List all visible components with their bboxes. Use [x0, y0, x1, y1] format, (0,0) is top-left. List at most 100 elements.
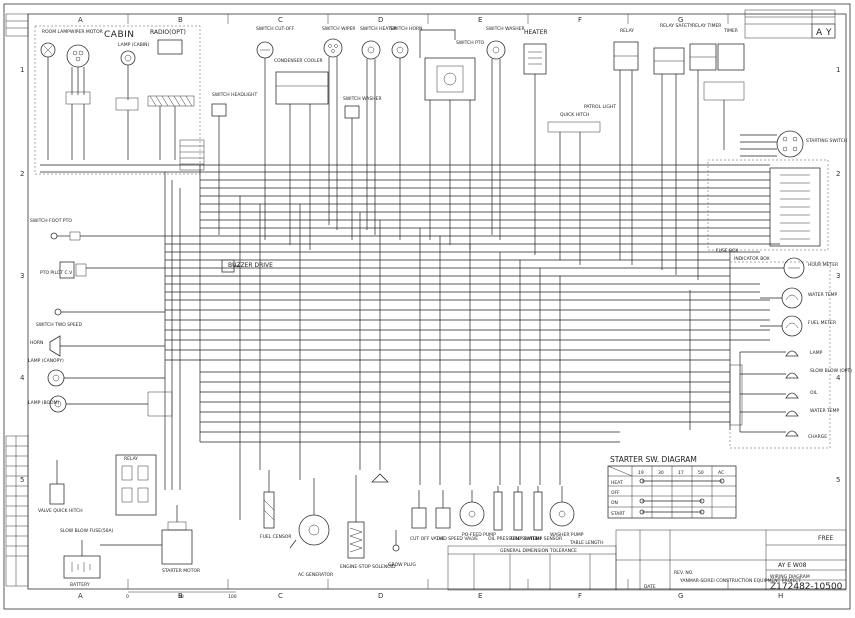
condenser-label: CONDENSER COOLER [274, 58, 323, 64]
switch-two-speed-symbol [54, 308, 165, 316]
drawing-title: WIRING DIAGRAM [770, 574, 810, 580]
water-temp-label: WATER TEMP [808, 292, 838, 298]
buzzer-drive-label: BUZZER DRIVE [228, 262, 273, 269]
grid-col-b-bottom: B [178, 592, 183, 600]
switch-pto-symbol [419, 29, 476, 250]
pto-pilot-label: PTO PILOT C.V [40, 270, 73, 276]
relay-timer-symbol [689, 43, 717, 280]
timer-label: TIMER [723, 28, 738, 34]
wiper-motor-symbol [66, 44, 90, 95]
grid-row-1-right: 1 [836, 66, 840, 74]
starter-table: STARTER SW. DIAGRAM 19 30 17 50 AC HEAT … [607, 455, 737, 519]
engine-stop-solenoid-symbol [347, 473, 389, 559]
starter-row-on: ON [611, 500, 618, 506]
buzzer-drive-symbol [221, 259, 240, 273]
cut-off-valve-label: CUT OFF VALVE [410, 536, 445, 542]
lamp-boom-symbol [49, 391, 173, 417]
switch-washer2-label: SWITCH WASHER [343, 96, 382, 102]
grid-row-5-left: 5 [20, 476, 24, 484]
cabin-connectors [47, 90, 205, 171]
quick-hitch-symbol [547, 121, 601, 265]
switch-washer-symbol [486, 40, 506, 240]
scale-ruler: 0 50 100 [126, 591, 237, 600]
indicator-lamps [785, 350, 799, 437]
indicator-wires [739, 351, 786, 433]
scale-value: FREE [818, 535, 833, 542]
relay-left-box [115, 454, 157, 516]
grid-col-g-top: G [678, 16, 683, 24]
slow-blow-fuse-label: SLOW BLOW FUSE(50A) [60, 528, 114, 534]
grid-col-g-bottom: G [678, 592, 683, 600]
pto-pilot-symbol [59, 261, 165, 279]
revision-block-top-right: A Y [744, 9, 836, 39]
grid-row-1-left: 1 [20, 66, 24, 74]
switch-foot-pto-label: SWITCH FOOT PTO [30, 218, 72, 224]
temp-switch-label: TEMP SWITCH [509, 536, 541, 542]
charge-label: CHARGE [808, 434, 827, 440]
relay-safety-symbol [653, 47, 685, 275]
relay-safety-label: RELAY SAFETY [660, 23, 693, 29]
left-revision-table [5, 435, 29, 587]
relay-top-symbol [613, 41, 639, 265]
switch-wiper-symbol [323, 38, 343, 230]
fuse-box-contents [769, 167, 821, 247]
lamp-cabin-label: LAMP (CABIN) [118, 42, 149, 48]
condenser-symbol [275, 71, 329, 250]
oil-label: OIL [810, 390, 818, 396]
grid-col-c-bottom: C [278, 592, 283, 600]
heater-symbol [523, 43, 547, 255]
starting-switch-label: STARTING SWITCH [806, 138, 847, 144]
radio-symbol [147, 39, 195, 107]
grid-col-h-bottom: H [778, 592, 783, 600]
room-lamp-label: ROOM LAMP [42, 29, 70, 35]
grid-col-c-top: C [278, 16, 283, 24]
washer-pump-label: WASHER PUMP [550, 532, 584, 538]
cabin-outline [34, 25, 201, 175]
revision-block-top-left [5, 13, 29, 37]
starter-col-50: 50 [698, 470, 704, 476]
washer-pump-symbol [549, 486, 575, 527]
switch-washer-label: SWITCH WASHER [486, 26, 525, 32]
indicator-box-outline [729, 261, 831, 449]
lamp-canopy-symbol [47, 369, 165, 387]
scale-ruler-0: 0 [126, 594, 129, 600]
glow-plug-symbol [392, 530, 400, 552]
starter-row-heat: HEAT [611, 480, 623, 486]
water-temp-gauge-symbol [760, 287, 803, 309]
outer-frame [3, 3, 851, 610]
grid-row-4-left: 4 [20, 374, 25, 382]
starter-row-off: OFF [611, 490, 620, 496]
company-name: YANMAR-SEIREI CONSTRUCTION EQUIPMENT PRO… [679, 578, 801, 584]
timer-symbol [703, 43, 745, 150]
quick-hitch-label: QUICK HITCH [560, 112, 589, 118]
tolerance-header: GENERAL DIMENSION TOLERANCE [500, 548, 577, 554]
table-length: TABLE LENGTH [569, 540, 604, 546]
relay-left-label: RELAY [124, 456, 138, 462]
switch-horn-label: SWITCH HORN [390, 26, 423, 32]
indicator-connector [729, 364, 743, 426]
lamp-canopy-label: LAMP (CANOPY) [28, 358, 64, 364]
grid-col-e-top: E [478, 16, 482, 24]
ac-generator-label: AC GENERATOR [298, 572, 333, 578]
main-harness [40, 164, 780, 443]
starter-col-30: 30 [658, 470, 664, 476]
temp-sensor-label: TEMP SENSOR [529, 536, 562, 542]
grid-row-2-right: 2 [836, 170, 840, 178]
valve-quick-hitch-symbol [49, 460, 65, 505]
grid-col-f-bottom: F [578, 592, 582, 600]
glow-plug-label: GROW PLUG [388, 562, 416, 568]
grid-row-5-right: 5 [836, 476, 840, 484]
lamp-boom-label: LAMP (BOOM) [28, 400, 59, 406]
class-code: A Y [816, 28, 832, 38]
slow-blow-label: SLOW BLOW (OPT) [810, 368, 852, 374]
switch-headlight-label: SWITCH HEADLIGHT [212, 92, 258, 98]
switch-wiper-label: SWITCH WIPER [322, 26, 356, 32]
starter-motor-symbol [100, 505, 193, 565]
hour-meter-label: HOUR METER [808, 262, 838, 268]
room-lamp-symbol [40, 42, 56, 90]
starting-switch-symbol [740, 130, 804, 158]
fuel-censor-label: FUEL CENSOR [260, 534, 292, 540]
switch-cutoff-symbol [256, 41, 274, 240]
hour-meter-symbol [730, 257, 805, 279]
